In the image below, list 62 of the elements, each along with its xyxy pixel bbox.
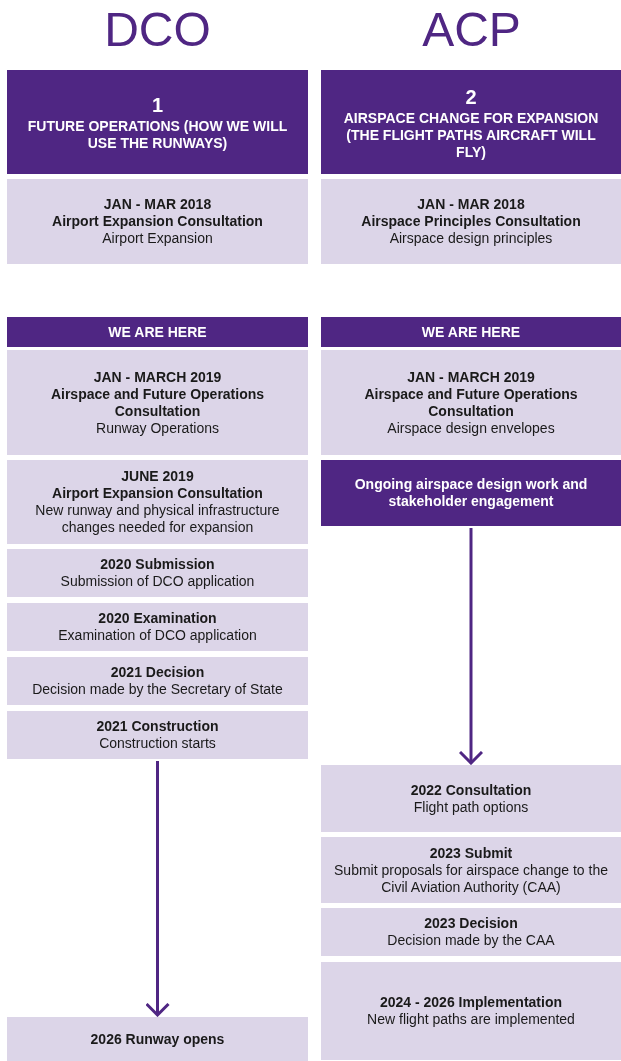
body-text: Decision made by the Secretary of State — [32, 681, 283, 698]
body-text: New runway and physical infrastructure changes needed for expansion — [34, 502, 281, 536]
heading-text: 2020 Submission — [100, 556, 215, 573]
heading-text: JAN - MARCH 2019 — [407, 368, 535, 386]
column-title: ACP — [421, 2, 522, 58]
body-text: New flight paths are implemented — [367, 1011, 575, 1028]
body-text: Examination of DCO application — [58, 627, 257, 644]
arrow — [458, 528, 484, 765]
process-box — [321, 460, 621, 526]
column-header-box — [321, 70, 621, 174]
timeline-box — [7, 711, 308, 759]
heading-text: 2021 Construction — [96, 718, 219, 735]
heading-text: 2021 Decision — [110, 664, 205, 681]
body-text: Submit proposals for airspace change to the Civil Aviation Authority (CAA) — [333, 861, 609, 896]
timeline-box — [7, 460, 308, 544]
heading-text: 2024 - 2026 Implementation — [379, 994, 563, 1011]
heading-text: Airport Expansion Consultation — [52, 485, 263, 502]
heading-text: 2020 Examination — [98, 610, 217, 627]
body-text: Decision made by the CAA — [387, 932, 555, 949]
heading-text: Airspace Principles Consultation — [361, 213, 581, 230]
timeline-box — [321, 765, 621, 832]
step-number: 1 — [151, 93, 164, 118]
timeline-box — [321, 179, 621, 264]
heading-text: Airport Expansion Consultation — [52, 213, 263, 230]
heading-text: 2022 Consultation — [410, 781, 532, 799]
heading-text: JAN - MARCH 2019 — [93, 368, 222, 386]
heading-text: WE ARE HERE — [421, 323, 521, 341]
timeline-box — [7, 549, 308, 597]
body-text: Airspace design principles — [389, 230, 553, 247]
heading-text: JUNE 2019 — [121, 468, 194, 485]
timeline-box — [7, 179, 308, 264]
heading-text: JAN - MAR 2018 — [417, 196, 525, 213]
timeline-box — [321, 837, 621, 903]
heading-text: 2023 Decision — [424, 915, 518, 932]
timeline-box — [321, 962, 621, 1060]
status-banner — [321, 317, 621, 347]
heading-text: 2023 Submit — [429, 844, 513, 862]
body-text: Airspace design envelopes — [387, 419, 555, 437]
timeline-box — [7, 657, 308, 705]
timeline-box — [321, 350, 621, 455]
heading-text: AIRSPACE CHANGE FOR EXPANSION (THE FLIGHT PATHS AIRCRAFT WILL FLY) — [342, 109, 600, 161]
heading-text: Airspace and Future Operations Consultation — [49, 385, 266, 420]
heading-text: FUTURE OPERATIONS (HOW WE WILL USE THE RUNWAYS) — [26, 118, 289, 152]
timeline-box — [7, 603, 308, 651]
arrow — [145, 761, 170, 1017]
timeline-box — [7, 350, 308, 455]
timeline-box — [321, 908, 621, 956]
heading-text: WE ARE HERE — [108, 323, 207, 341]
body-text: Runway Operations — [96, 419, 219, 437]
body-text: Construction starts — [99, 735, 216, 752]
body-text: Flight path options — [413, 798, 529, 816]
timeline-box — [7, 1017, 308, 1061]
heading-text: 2026 Runway opens — [90, 1030, 225, 1048]
body-text: Submission of DCO application — [60, 573, 255, 590]
heading-text: Airspace and Future Operations Consultation — [363, 385, 579, 420]
column-header-box — [7, 70, 308, 174]
heading-text: JAN - MAR 2018 — [103, 196, 212, 213]
body-text: Airport Expansion — [102, 230, 213, 247]
column-title: DCO — [103, 2, 212, 58]
status-banner — [7, 317, 308, 347]
heading-text: Ongoing airspace design work and stakeholder engagement — [353, 476, 589, 510]
step-number: 2 — [465, 84, 477, 110]
